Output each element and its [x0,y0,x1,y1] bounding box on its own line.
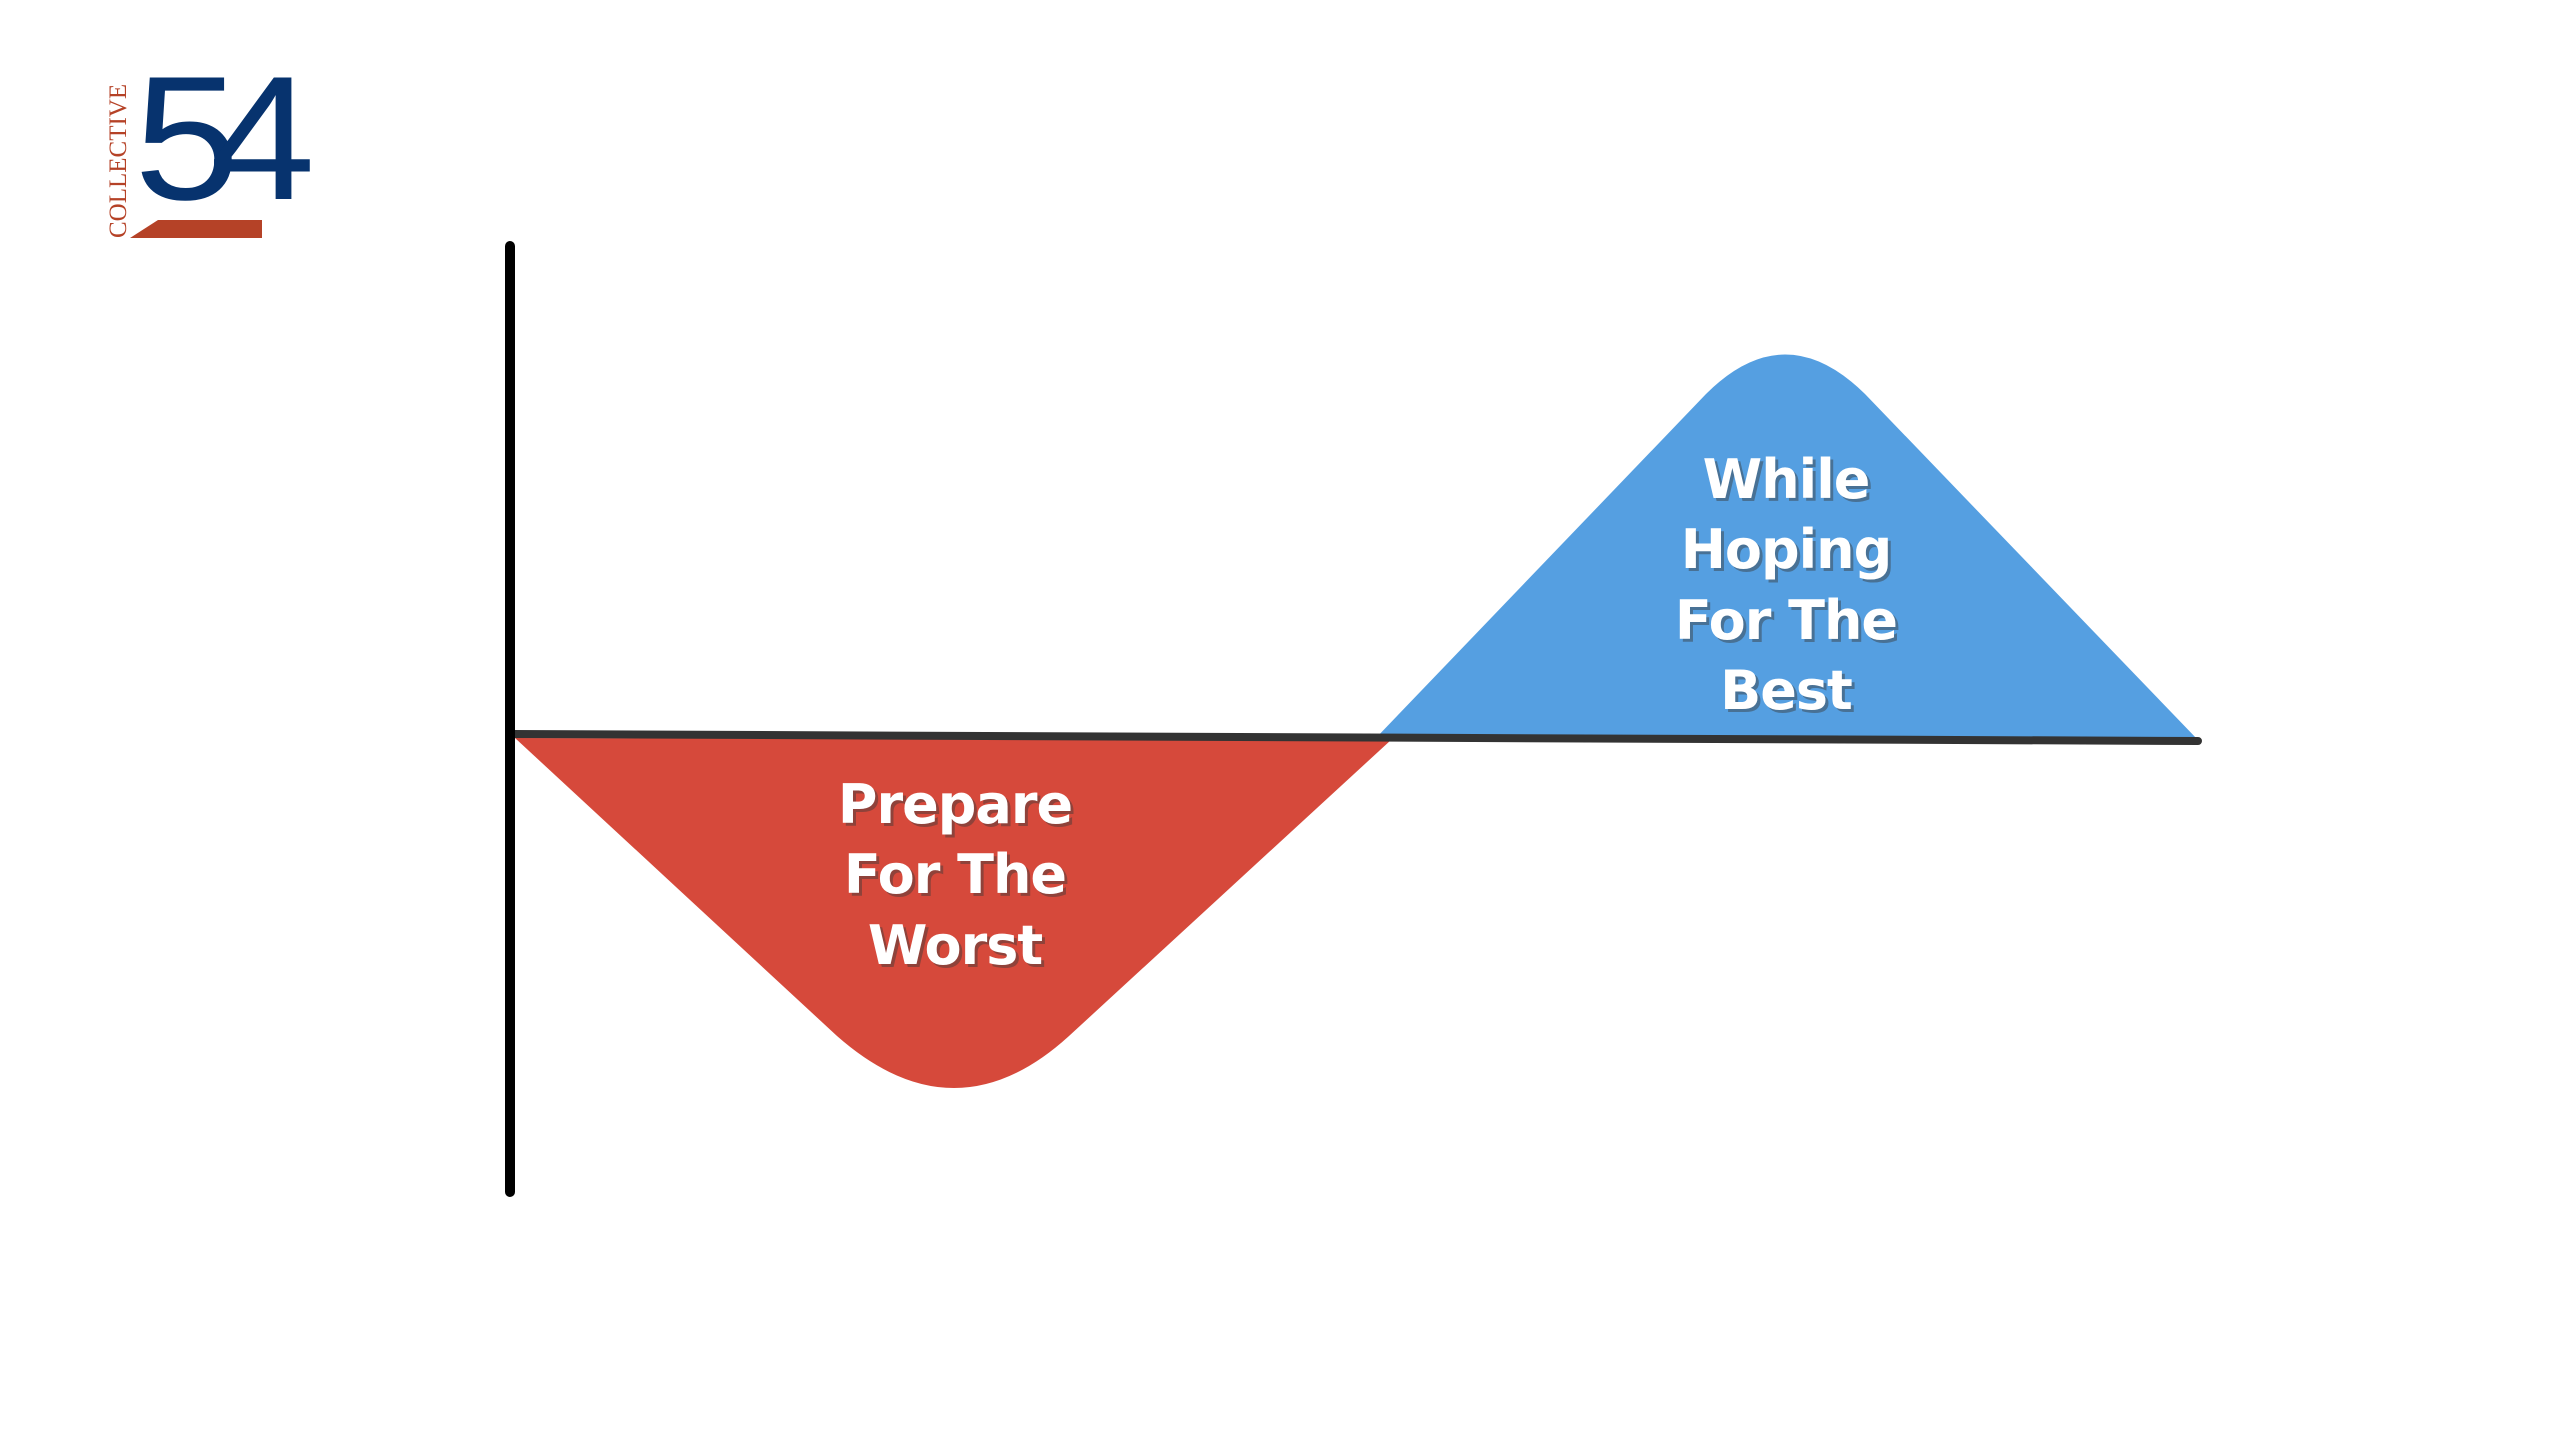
worst-line-1: Prepare [838,773,1072,836]
baseline [508,730,2202,745]
svg-text:While: While [1706,451,1873,514]
svg-text:For The: For The [1678,592,1900,655]
logo-word: COLLECTIVE [105,84,132,238]
worst-line-2: For The [844,843,1066,906]
logo: COLLECTIVE 54 [105,39,340,238]
best-line-2: Hoping [1681,518,1892,581]
svg-text:Prepare: Prepare [841,776,1075,839]
worst-shape [515,738,1391,1088]
svg-text:Worst: Worst [871,917,1046,980]
svg-text:For The: For The [847,846,1069,909]
svg-text:Best: Best [1723,662,1855,725]
svg-text:Hoping: Hoping [1684,521,1895,584]
worst-line-3: Worst [868,914,1043,977]
best-shape [1374,354,2198,740]
best-line-4: Best [1720,659,1852,722]
worst-label: Prepare For The Worst Prepare For The Wo… [838,773,1076,980]
logo-bar [130,220,262,238]
best-line-1: While [1703,448,1870,511]
best-line-3: For The [1675,589,1897,652]
logo-number: 54 [134,39,310,236]
best-label: While Hoping For The Best While Hoping F… [1675,448,1901,725]
